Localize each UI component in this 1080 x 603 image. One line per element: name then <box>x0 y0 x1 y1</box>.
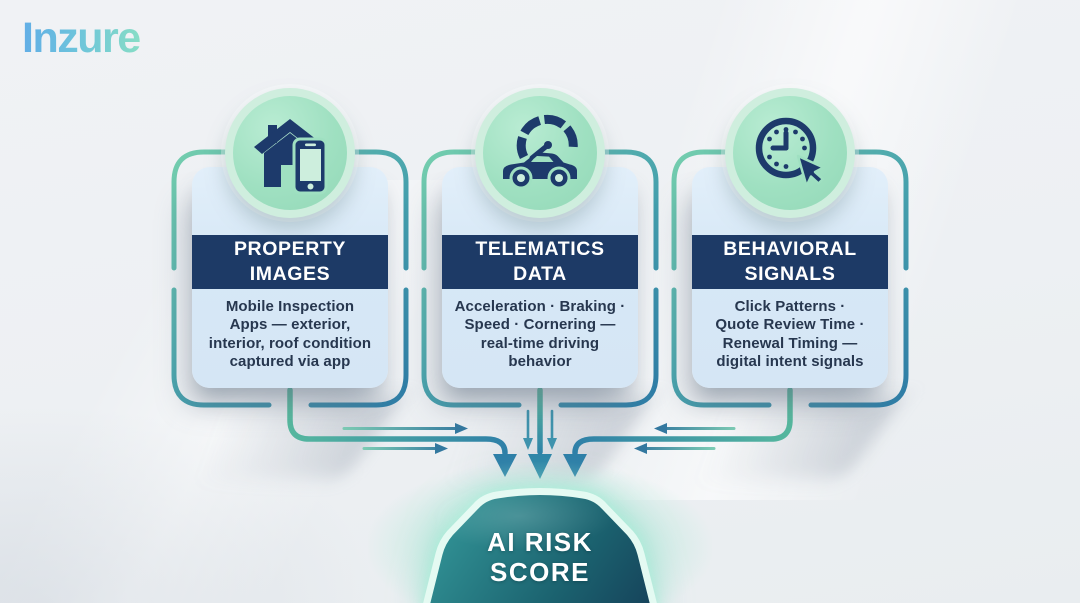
card-body: Click Patterns · Quote Review Time · Ren… <box>715 298 865 371</box>
telematics-data-badge <box>475 88 605 218</box>
badge-inner-circle <box>233 96 347 210</box>
flow-arrow-left-1 <box>654 423 736 434</box>
card-title-band: TELEMATICS DATA <box>442 235 638 289</box>
clock-cursor-icon <box>755 117 825 188</box>
flow-arrow-right-1 <box>342 423 468 434</box>
card-title: BEHAVIORAL SIGNALS <box>723 238 857 285</box>
ai-risk-score-label: AI RISK SCORE <box>487 527 593 588</box>
flow-arrow-left-2 <box>634 443 716 454</box>
badge-inner-circle <box>733 96 847 210</box>
car-speedometer-icon <box>503 114 578 190</box>
property-images-badge <box>225 88 355 218</box>
card-title-band: BEHAVIORAL SIGNALS <box>692 235 888 289</box>
card-body: Acceleration · Braking · Speed · Corneri… <box>454 298 626 371</box>
card-title: TELEMATICS DATA <box>475 238 605 285</box>
card-title: PROPERTY IMAGES <box>233 238 347 285</box>
card-body: Mobile Inspection Apps — exterior, inter… <box>208 298 372 371</box>
brand-logo: Inzure <box>22 14 141 62</box>
house-phone-icon <box>254 119 328 195</box>
card-title-band: PROPERTY IMAGES <box>192 235 388 289</box>
behavioral-signals-badge <box>725 88 855 218</box>
badge-inner-circle <box>483 96 597 210</box>
flow-arrow-right-2 <box>362 443 448 454</box>
